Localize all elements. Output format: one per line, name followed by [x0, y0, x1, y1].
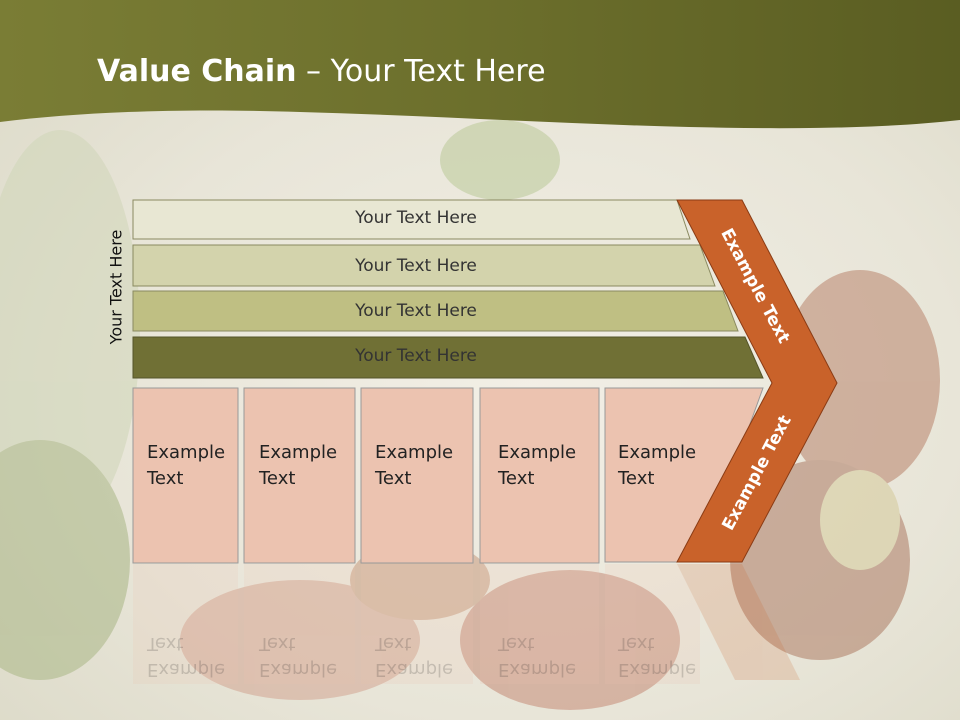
band-3 [132, 290, 739, 332]
box-3 [360, 387, 474, 564]
slide-title: Value Chain – Your Text Here [97, 54, 546, 89]
food-photo [0, 120, 940, 710]
band-label-2: Your Text Here [355, 256, 477, 276]
chevron-arrow [676, 199, 838, 563]
band-2 [132, 244, 716, 287]
band-4 [132, 336, 764, 379]
band-label-4: Your Text Here [355, 346, 477, 366]
box-2 [243, 387, 356, 564]
box-reflection [133, 564, 800, 684]
box-4 [479, 387, 600, 564]
box-row [132, 387, 764, 564]
header-band [0, 0, 960, 129]
box-1 [132, 387, 239, 564]
side-label: Your Text Here [106, 229, 126, 345]
band-label-3: Your Text Here [355, 301, 477, 321]
band-label-1: Your Text Here [355, 208, 477, 228]
band-stack [132, 199, 764, 379]
band-1 [132, 199, 691, 240]
